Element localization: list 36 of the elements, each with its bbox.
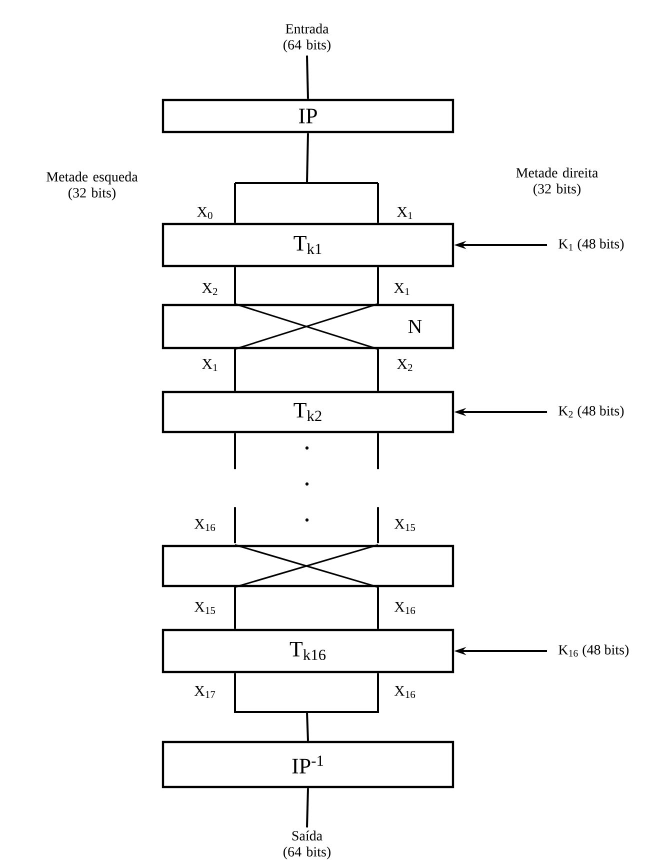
signal-label: X$_{1}$	[202, 359, 218, 371]
merge-connector	[234, 672, 379, 742]
io-label: Saída (64 bits)	[284, 830, 330, 860]
connector-line	[234, 433, 236, 545]
process-box: T$_{k16}$	[162, 628, 454, 674]
io-label: K$_{2}$ (48 bits)	[558, 406, 624, 418]
connector-line	[377, 349, 379, 391]
swap-box: N	[162, 303, 454, 350]
signal-label: X$_{16}$	[194, 518, 216, 532]
io-label: Entrada (64 bits)	[284, 24, 330, 52]
signal-label: X$_{16}$	[394, 602, 416, 614]
io-label: K$_{1}$ (48 bits)	[558, 238, 624, 252]
connector-line	[306, 56, 309, 99]
signal-label: X$_{15}$	[394, 518, 415, 532]
signal-label: X$_{15}$	[194, 602, 215, 614]
connector-line	[234, 267, 236, 304]
connector-line	[306, 788, 309, 828]
signal-label: X$_{1}$	[394, 283, 410, 295]
section-label: Metade direita (32 bits)	[516, 168, 598, 196]
connector-line	[377, 587, 379, 629]
signal-label: X$_{2}$	[397, 359, 412, 371]
process-box: IP	[162, 98, 454, 134]
connector-line	[234, 349, 236, 391]
signal-label: X$_{16}$	[394, 686, 416, 698]
process-box: IP$^{-1}$	[162, 740, 454, 788]
connector-line	[234, 587, 236, 629]
signal-label: X$_{17}$	[194, 686, 216, 698]
section-label: Metade esqueda (32 bits)	[46, 172, 138, 200]
connector-line	[377, 267, 379, 304]
signal-label: X$_{2}$	[202, 283, 218, 295]
process-box: T$_{k1}$	[162, 222, 454, 268]
process-box: T$_{k2}$	[162, 390, 454, 434]
io-label: K$_{16}$ (48 bits)	[558, 644, 629, 658]
split-connector	[234, 132, 379, 224]
connector-line	[377, 433, 379, 545]
swap-box	[162, 544, 454, 588]
